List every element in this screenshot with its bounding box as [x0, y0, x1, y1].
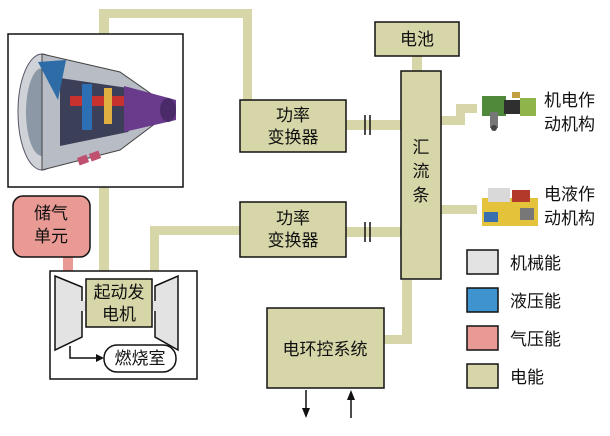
busbar-char-3: 条	[413, 186, 430, 206]
gas-storage-unit: 储气 单元	[12, 195, 91, 258]
electrohydraulic-actuator-icon	[477, 184, 539, 230]
battery: 电池	[374, 21, 460, 57]
gas-storage-label-line1: 储气	[34, 204, 68, 224]
legend-swatch-pneumatic	[466, 325, 499, 351]
legend: 机械能 液压能 气压能 电能	[466, 249, 561, 389]
legend-item-electric: 电能	[466, 363, 544, 389]
energy-connections	[63, 9, 481, 344]
electrohydraulic-actuator: 电液作 动机构	[477, 184, 595, 230]
converter-top-label-line1: 功率	[276, 106, 310, 126]
combustor-label: 燃烧室	[115, 349, 166, 369]
engine-core-panel: 起动发 电机 燃烧室	[49, 270, 198, 380]
combustor: 燃烧室	[103, 344, 177, 373]
electromechanical-actuator-icon	[477, 88, 539, 131]
legend-label-hydraulic: 液压能	[510, 292, 561, 312]
power-converter-bottom: 功率 变换器	[239, 201, 347, 258]
legend-swatch-mechanical	[466, 249, 499, 275]
starter-generator-label-line2: 电机	[102, 305, 136, 325]
legend-swatch-electric	[466, 363, 499, 389]
converter-bottom-label-line1: 功率	[276, 209, 310, 229]
busbar-char-1: 汇	[413, 138, 430, 158]
legend-swatch-hydraulic	[466, 287, 499, 313]
legend-label-electric: 电能	[510, 368, 544, 388]
legend-label-pneumatic: 气压能	[510, 330, 561, 350]
starter-generator: 起动发 电机	[85, 278, 153, 328]
env-control-system: 电环控系统	[266, 307, 385, 418]
em-actuator-label-line1: 机电作	[544, 91, 595, 111]
battery-label: 电池	[400, 30, 434, 50]
em-actuator-label-line2: 动机构	[544, 115, 595, 135]
connection-breaks	[364, 115, 371, 242]
eh-actuator-label-line2: 动机构	[544, 209, 595, 229]
legend-item-mechanical: 机械能	[466, 249, 561, 275]
starter-generator-label-line1: 起动发	[94, 283, 145, 303]
engine-image-panel	[7, 33, 184, 188]
electromechanical-actuator: 机电作 动机构	[477, 88, 595, 135]
legend-label-mechanical: 机械能	[510, 254, 561, 274]
gas-storage-label-line2: 单元	[34, 227, 68, 247]
converter-bottom-label-line2: 变换器	[268, 231, 319, 251]
env-control-label: 电环控系统	[283, 340, 368, 360]
eh-actuator-label-line1: 电液作	[544, 185, 595, 205]
legend-item-hydraulic: 液压能	[466, 287, 561, 313]
power-converter-top: 功率 变换器	[239, 99, 347, 153]
legend-item-pneumatic: 气压能	[466, 325, 561, 351]
converter-top-label-line2: 变换器	[268, 128, 319, 148]
busbar-char-2: 流	[413, 162, 430, 182]
turbofan-engine-icon	[17, 53, 176, 171]
busbar: 汇 流 条	[400, 70, 442, 280]
